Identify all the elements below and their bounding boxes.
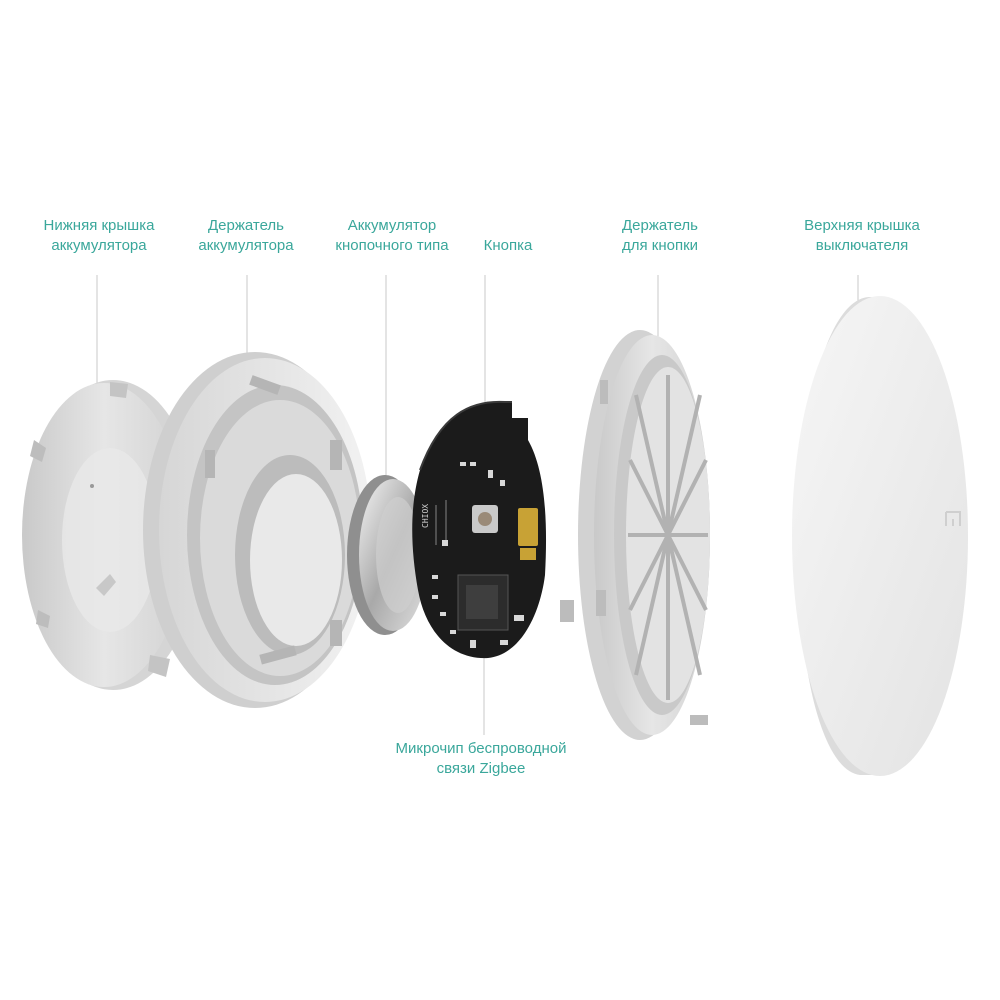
label-battery-holder: Держатель аккумулятора [198, 217, 294, 254]
battery-holder [143, 352, 371, 708]
label-top-cover: Верхняя крышка выключателя [804, 217, 920, 254]
mi-logo-icon [945, 511, 961, 526]
coin-battery [347, 475, 427, 635]
pcb-board: CHIOX [412, 400, 547, 659]
top-switch-cover [792, 296, 968, 776]
label-button: Кнопка [483, 237, 533, 254]
label-button-holder: Держатель для кнопки [621, 217, 699, 254]
pcb-marking: CHIOX [421, 504, 430, 528]
label-coin-battery: Аккумулятор кнопочного типа [335, 217, 449, 254]
label-bottom-cover: Нижняя крышка аккумулятора [43, 217, 155, 254]
label-zigbee-chip: Микрочип беспроводной связи Zigbee [395, 740, 567, 777]
button-holder [560, 330, 710, 740]
